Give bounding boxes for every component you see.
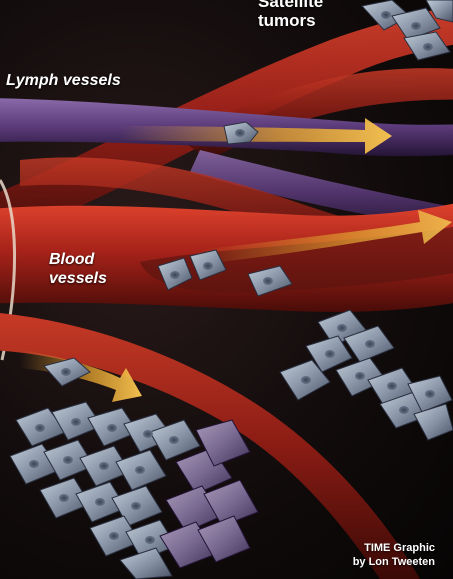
lymph-vessels-label: Lymph vessels bbox=[6, 72, 121, 90]
credit-line2: by Lon Tweeten bbox=[353, 555, 435, 569]
blood-label-line2: vessels bbox=[49, 270, 107, 287]
primary-tumor-cluster bbox=[10, 402, 258, 579]
satellite-tumor-cluster-middle bbox=[280, 310, 453, 440]
satellite-label-line1: Satellite bbox=[258, 0, 323, 11]
satellite-tumors-label: Satellite tumors bbox=[258, 0, 378, 30]
blood-label-line1: Blood bbox=[49, 251, 94, 268]
blood-vessels-label: Blood vessels bbox=[49, 250, 139, 288]
credit-line1: TIME Graphic bbox=[353, 541, 435, 555]
graphic-credit: TIME Graphic by Lon Tweeten bbox=[353, 541, 435, 569]
satellite-label-line2: tumors bbox=[258, 11, 316, 30]
